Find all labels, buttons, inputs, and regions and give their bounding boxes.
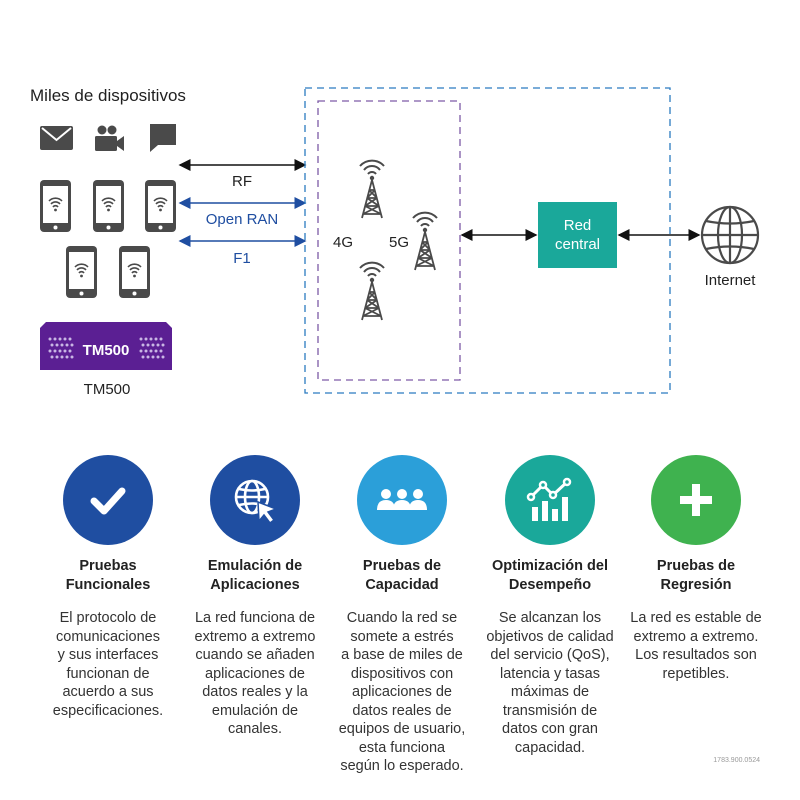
network-diagram: TM500 Miles de dispositivos RF Open RAN … — [30, 86, 760, 398]
feature-circle — [651, 455, 741, 545]
cell-tower-icon — [359, 159, 385, 219]
cell-tower-icon — [359, 261, 385, 321]
tm500-device: TM500 — [40, 322, 172, 370]
f1-label: F1 — [233, 250, 251, 267]
internet-label: Internet — [704, 272, 756, 289]
globe-icon — [700, 205, 760, 265]
performance-chart-icon — [526, 477, 572, 521]
diagram-graphics: TM500 — [39, 87, 760, 394]
users-icon — [377, 489, 427, 510]
tech-5g-label: 5G — [389, 234, 410, 251]
tm500-label: TM500 — [83, 381, 131, 398]
feature-circle — [357, 455, 447, 545]
video-camera-icon — [95, 125, 124, 151]
core-network-box: Red central — [538, 202, 617, 268]
feature-circle — [210, 455, 300, 545]
core-line1: Red — [563, 217, 592, 234]
feature-circle — [63, 455, 153, 545]
plus-icon — [680, 484, 712, 516]
chat-icon — [150, 124, 176, 152]
tm500-badge-text: TM500 — [83, 342, 130, 359]
check-icon — [90, 487, 126, 515]
footnote: 1783.900.0524 — [713, 757, 760, 764]
core-line2: central — [554, 236, 601, 253]
smartphone-icon — [39, 179, 72, 233]
ran-boundary-box — [317, 100, 461, 381]
open-ran-label: Open RAN — [205, 211, 279, 228]
smartphone-icon — [65, 245, 98, 299]
feature-circle — [505, 455, 595, 545]
cell-tower-icon — [412, 211, 438, 271]
mail-icon — [40, 126, 73, 150]
globe-cursor-icon — [234, 479, 279, 525]
tech-4g-label: 4G — [333, 234, 354, 251]
smartphone-icon — [118, 245, 151, 299]
rf-label: RF — [232, 173, 252, 190]
devices-title: Miles de dispositivos — [30, 86, 186, 105]
smartphone-icon — [144, 179, 177, 233]
smartphone-icon — [92, 179, 125, 233]
